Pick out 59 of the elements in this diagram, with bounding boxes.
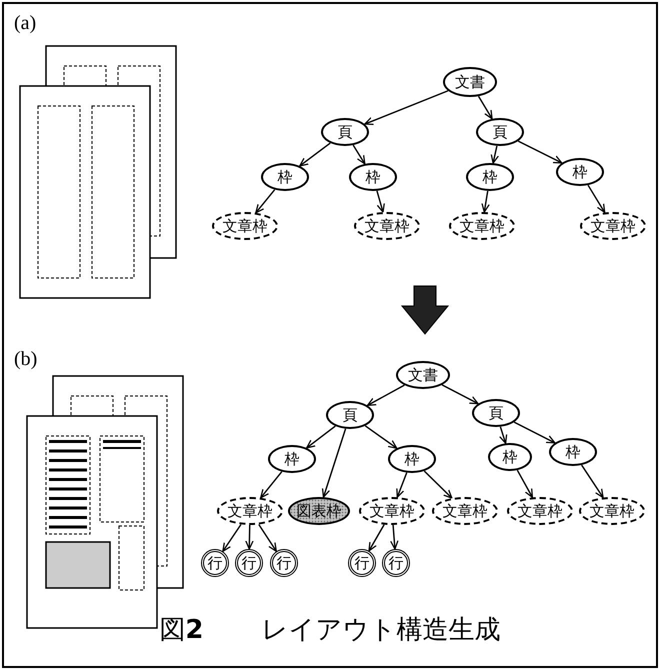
arrow: [366, 384, 405, 406]
panel-label: (a): [14, 12, 36, 35]
dashed-node-ellipse: 文章枠: [579, 497, 645, 525]
arrow: [518, 140, 562, 164]
line-node-circle: 行: [235, 549, 263, 577]
tree-node-ellipse: 頁: [321, 118, 369, 146]
arrow: [260, 471, 282, 498]
arrow: [306, 426, 336, 449]
tree-node-ellipse: 頁: [472, 399, 520, 427]
dashed-node-ellipse: 文章枠: [212, 212, 278, 240]
arrow: [352, 144, 366, 164]
arrow: [396, 472, 408, 498]
dashed-node-ellipse: 文章枠: [354, 212, 420, 240]
tree-node-ellipse: 枠: [349, 163, 397, 191]
arrow: [587, 184, 606, 214]
line-node-circle: 行: [348, 549, 376, 577]
arrow: [581, 464, 604, 498]
tree-node-ellipse: 文書: [443, 67, 497, 97]
tree-node-ellipse: 枠: [556, 158, 604, 186]
tree-node-ellipse: 文書: [396, 361, 450, 389]
dashed-node-ellipse: 文章枠: [217, 497, 283, 525]
arrow: [390, 524, 399, 550]
line-node-circle: 行: [382, 549, 410, 577]
arrow: [222, 524, 242, 552]
arrow: [490, 146, 499, 164]
tree-node-ellipse: 枠: [488, 443, 532, 471]
arrow: [516, 470, 534, 498]
arrow: [514, 422, 556, 444]
tree-node-ellipse: 枠: [549, 438, 597, 466]
arrow: [442, 384, 479, 404]
tree-node-ellipse: 頁: [476, 118, 524, 146]
shaded-node-ellipse: 図表枠: [288, 497, 350, 525]
tree-node-ellipse: 枠: [388, 445, 436, 473]
arrow: [255, 189, 276, 214]
arrow: [424, 470, 453, 499]
arrow: [481, 190, 490, 213]
arrow: [364, 425, 398, 449]
arrow: [376, 190, 385, 213]
arrow: [322, 428, 346, 498]
dashed-node-ellipse: 文章枠: [449, 212, 515, 240]
arrow: [478, 96, 493, 120]
dashed-node-ellipse: 文章枠: [507, 497, 573, 525]
line-node-circle: 行: [201, 549, 229, 577]
dashed-node-ellipse: 文章枠: [359, 497, 425, 525]
tree-node-ellipse: 枠: [466, 163, 514, 191]
line-node-circle: 行: [270, 549, 298, 577]
tree-node-ellipse: 枠: [261, 163, 309, 191]
arrow: [299, 142, 331, 167]
arrow: [499, 426, 508, 444]
arrow: [258, 524, 277, 552]
figure-title: 図2 レイアウト構造生成: [158, 614, 502, 647]
arrow: [364, 90, 448, 126]
panel-label: (b): [14, 348, 38, 371]
tree-node-ellipse: 頁: [326, 401, 374, 429]
dashed-node-ellipse: 文章枠: [580, 212, 646, 240]
arrow: [245, 524, 254, 550]
arrow: [368, 524, 385, 552]
dashed-node-ellipse: 文章枠: [432, 497, 498, 525]
tree-node-ellipse: 枠: [268, 445, 316, 473]
